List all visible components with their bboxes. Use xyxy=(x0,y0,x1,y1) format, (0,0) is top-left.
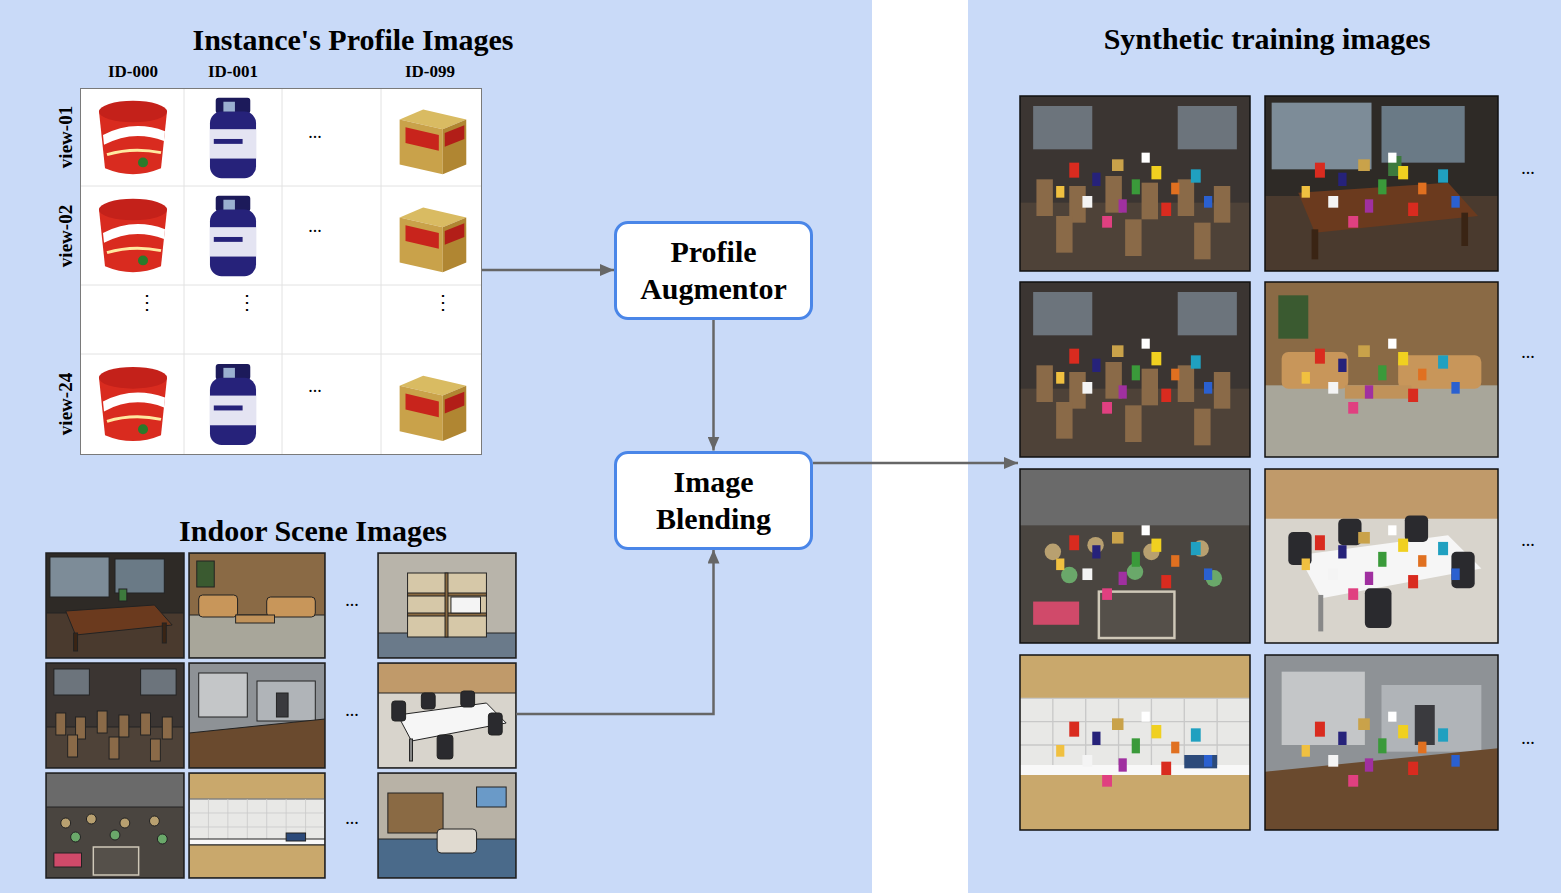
profile-grid: Instance's Profile Images xyxy=(80,88,482,455)
row-view: view-01 xyxy=(55,106,77,168)
column-id: ID-001 xyxy=(208,62,258,82)
ellipsis: ⋮ xyxy=(137,290,157,314)
ellipsis: ... xyxy=(308,122,322,143)
ellipsis: ... xyxy=(308,216,322,237)
section-heading: Indoor Scene Images xyxy=(179,514,447,547)
synthetic-thumbs xyxy=(1020,96,1498,830)
flow-arrow xyxy=(482,269,614,272)
process-box: Image Blending xyxy=(614,451,813,550)
box-label: Image Blending xyxy=(627,463,800,538)
ellipsis: ... xyxy=(308,376,322,397)
flow-arrow xyxy=(516,550,714,715)
ellipsis: ... xyxy=(345,700,359,721)
right-panel xyxy=(968,0,1561,893)
flow-arrow xyxy=(813,462,1018,465)
ellipsis: ⋮ xyxy=(237,290,257,314)
ellipsis: ... xyxy=(1521,342,1535,363)
scene-thumbs xyxy=(46,553,516,878)
ellipsis: ⋮ xyxy=(433,290,453,314)
ellipsis: ... xyxy=(345,590,359,611)
row-view: view-24 xyxy=(55,373,77,435)
ellipsis: ... xyxy=(1521,158,1535,179)
ellipsis: ... xyxy=(1521,530,1535,551)
grid-lines xyxy=(80,88,482,455)
box-label: Profile Augmentor xyxy=(627,233,800,308)
output-group: Synthetic training images xyxy=(1018,94,1500,832)
section-heading: Instance's Profile Images xyxy=(192,23,513,56)
row-view: view-02 xyxy=(55,205,77,267)
process-box: Profile Augmentor xyxy=(614,221,813,320)
left-panel xyxy=(0,0,872,893)
section-heading: Synthetic training images xyxy=(1104,22,1431,55)
column-id: ID-099 xyxy=(405,62,455,82)
profile-grid-ground xyxy=(80,88,482,455)
column-id: ID-000 xyxy=(108,62,158,82)
flow-arrow xyxy=(712,320,715,451)
scene-group: Indoor Scene Images xyxy=(46,553,516,878)
ellipsis: ... xyxy=(345,808,359,829)
ellipsis: ... xyxy=(1521,728,1535,749)
